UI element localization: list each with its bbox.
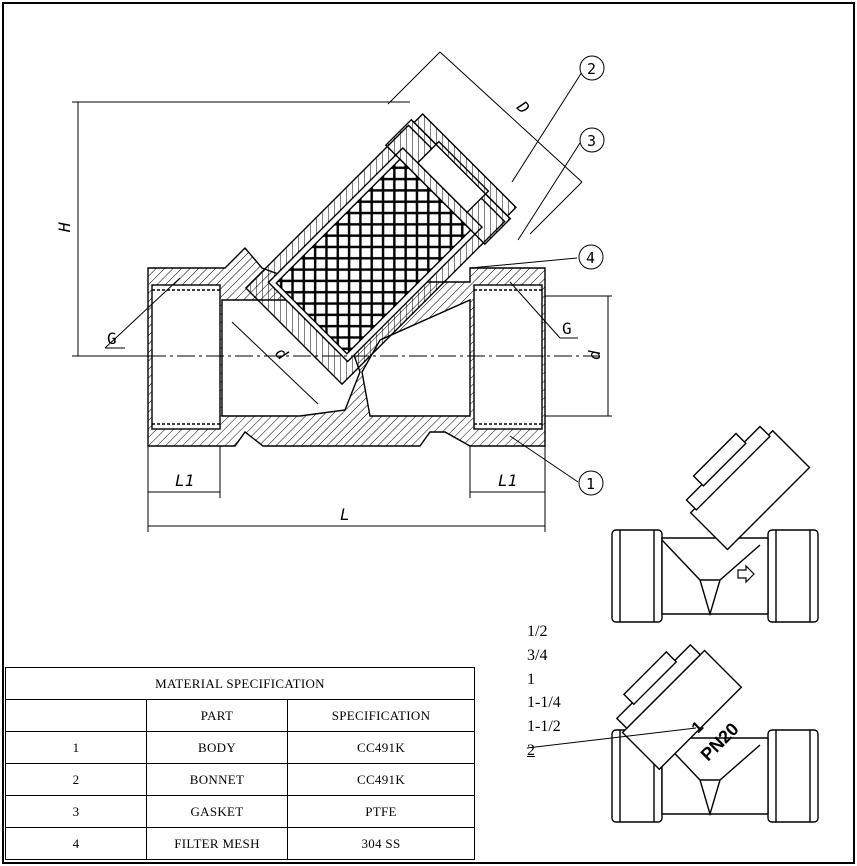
size-item: 1-1/2: [527, 718, 561, 736]
header-cell: [5, 699, 147, 732]
row-part: FILTER MESH: [146, 827, 288, 860]
table-row: 1 BODY CC491K: [5, 731, 475, 764]
size-item: 2: [527, 741, 535, 759]
row-spec: CC491K: [287, 731, 475, 764]
svg-text:2: 2: [587, 60, 596, 78]
row-index: 2: [5, 763, 147, 796]
part-balloons: 2 3 4 1: [578, 55, 605, 496]
dim-G-right-label: G: [562, 319, 572, 338]
table-row: 2 BONNET CC491K: [5, 763, 475, 796]
dim-d-right-label: d: [585, 350, 604, 360]
size-item: 3/4: [527, 646, 548, 664]
size-item: 1: [527, 670, 535, 688]
dim-H-label: H: [55, 222, 74, 233]
table-title: MATERIAL SPECIFICATION: [5, 667, 475, 700]
balloon-2: 2: [579, 55, 605, 81]
balloon-4: 4: [578, 244, 604, 270]
table-header-row: PART SPECIFICATION: [5, 699, 475, 732]
material-specification-table: MATERIAL SPECIFICATION PART SPECIFICATIO…: [5, 667, 475, 860]
iso-view-front: [611, 425, 819, 623]
row-index: 3: [5, 795, 147, 828]
row-part: GASKET: [146, 795, 288, 828]
section-view: [90, 113, 600, 447]
dim-D-label: D: [512, 97, 533, 118]
size-item: 1-1/4: [527, 694, 561, 712]
balloon-3: 3: [579, 127, 605, 153]
dim-L1-left-label: L1: [175, 471, 194, 490]
row-part: BONNET: [146, 763, 288, 796]
svg-text:3: 3: [587, 132, 596, 150]
dim-L1-right-label: L1: [498, 471, 517, 490]
dim-G-left-label: G: [107, 329, 117, 348]
row-part: BODY: [146, 731, 288, 764]
row-index: 1: [5, 731, 147, 764]
row-spec: PTFE: [287, 795, 475, 828]
header-cell: PART: [146, 699, 288, 732]
table-row: 3 GASKET PTFE: [5, 795, 475, 828]
iso-view-marked: [611, 643, 819, 823]
row-index: 4: [5, 827, 147, 860]
dimension-lines: [72, 51, 612, 532]
size-list: 1/2 3/4 1 1-1/4 1-1/2 2: [527, 620, 561, 763]
size-item: 1/2: [527, 623, 548, 640]
row-spec: CC491K: [287, 763, 475, 796]
marking-leader: [526, 727, 697, 749]
balloon-1: 1: [578, 470, 604, 496]
svg-text:1: 1: [586, 475, 595, 493]
header-cell: SPECIFICATION: [287, 699, 475, 732]
row-spec: 304 SS: [287, 827, 475, 860]
table-row: 4 FILTER MESH 304 SS: [5, 827, 475, 860]
svg-text:4: 4: [586, 249, 595, 267]
dim-L-label: L: [340, 505, 350, 524]
